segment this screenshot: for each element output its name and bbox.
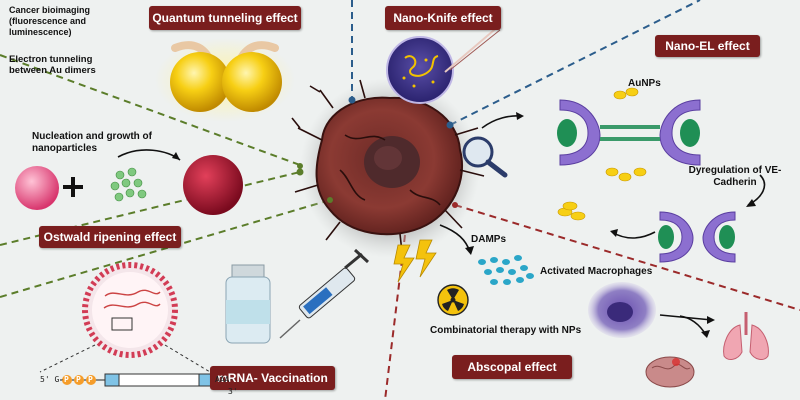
- syringe-illustration: [279, 248, 370, 339]
- mrna-cap-letter: P: [88, 375, 93, 384]
- nano-knife-box: Nano-Knife effect: [385, 6, 501, 30]
- divider-green-left: [0, 54, 301, 166]
- node-dot: [446, 121, 454, 129]
- damps-label: DAMPs: [471, 234, 507, 245]
- node-dot: [297, 163, 303, 169]
- mrna-poly-a: AAA-: [215, 375, 235, 384]
- brain-icon: [645, 356, 695, 388]
- vaccine-vial-illustration: [225, 264, 271, 344]
- mrna-five-prime: 5' G-: [40, 375, 65, 384]
- radiation-icon: [437, 284, 469, 316]
- nano-el-label: Nano-EL effect: [665, 39, 750, 53]
- lungs-icon: [723, 312, 769, 360]
- node-dot: [348, 96, 356, 104]
- abscopal-label: Abscopal effect: [467, 360, 557, 374]
- endothelial-cells-bottom: [658, 211, 736, 263]
- mrna-box: mRNA- Vaccination: [210, 366, 335, 390]
- node-dot: [452, 202, 458, 208]
- ostwald-box: Ostwald ripening effect: [39, 226, 181, 248]
- quantum-tunneling-label: Quantum tunneling effect: [152, 11, 298, 25]
- endothelial-cells-top: [557, 87, 701, 221]
- mrna-zoom-line: [164, 344, 211, 373]
- nano-el-box: Nano-EL effect: [655, 35, 760, 57]
- nano-knife-label: Nano-Knife effect: [393, 11, 493, 25]
- mrna-cap-letter: P: [64, 375, 69, 384]
- aunps-label: AuNPs: [628, 78, 661, 89]
- lipid-nanoparticle: [82, 262, 178, 358]
- nano-knife-illustration: [386, 24, 501, 104]
- divider-blue-right: [449, 0, 701, 126]
- arrow-release: [611, 231, 656, 239]
- gold-dimer-illustration: [155, 38, 295, 122]
- node-dot: [327, 197, 333, 203]
- mrna-zoom-line: [39, 344, 96, 373]
- mrna-cap-letter: P: [76, 375, 81, 384]
- mrna-three-prime: 3': [228, 387, 238, 396]
- cancer-bioimaging-label: Cancer bioimaging (fluorescence and lumi…: [9, 5, 91, 37]
- divider-green-bottom: [0, 199, 331, 298]
- activated-macrophages-label: Activated Macrophages: [540, 266, 653, 277]
- mrna-strand: [60, 373, 260, 387]
- divider-red-right: [454, 204, 800, 311]
- ostwald-illustration: [15, 149, 243, 215]
- arrow-to-nanoel: [481, 115, 523, 129]
- mrna-label: mRNA- Vaccination: [217, 371, 328, 385]
- tumor-mass: [291, 78, 485, 258]
- combinatorial-therapy-label: Combinatorial therapy with NPs: [430, 325, 582, 336]
- magnifier-icon: [462, 136, 508, 178]
- dysregulation-label: Dyregulation of VE- Cadherin: [688, 165, 782, 188]
- abscopal-box: Abscopal effect: [452, 355, 572, 379]
- ostwald-label: Ostwald ripening effect: [43, 230, 177, 244]
- node-dot: [296, 168, 304, 176]
- lightning-icon: [393, 239, 437, 283]
- damps-particles: [478, 255, 534, 285]
- nucleation-label: Nucleation and growth of nanoparticles: [32, 131, 152, 154]
- quantum-tunneling-box: Quantum tunneling effect: [149, 6, 301, 30]
- macrophage-illustration: [588, 282, 656, 338]
- electron-tunneling-label: Electron tunneling between Au dimers: [9, 54, 96, 76]
